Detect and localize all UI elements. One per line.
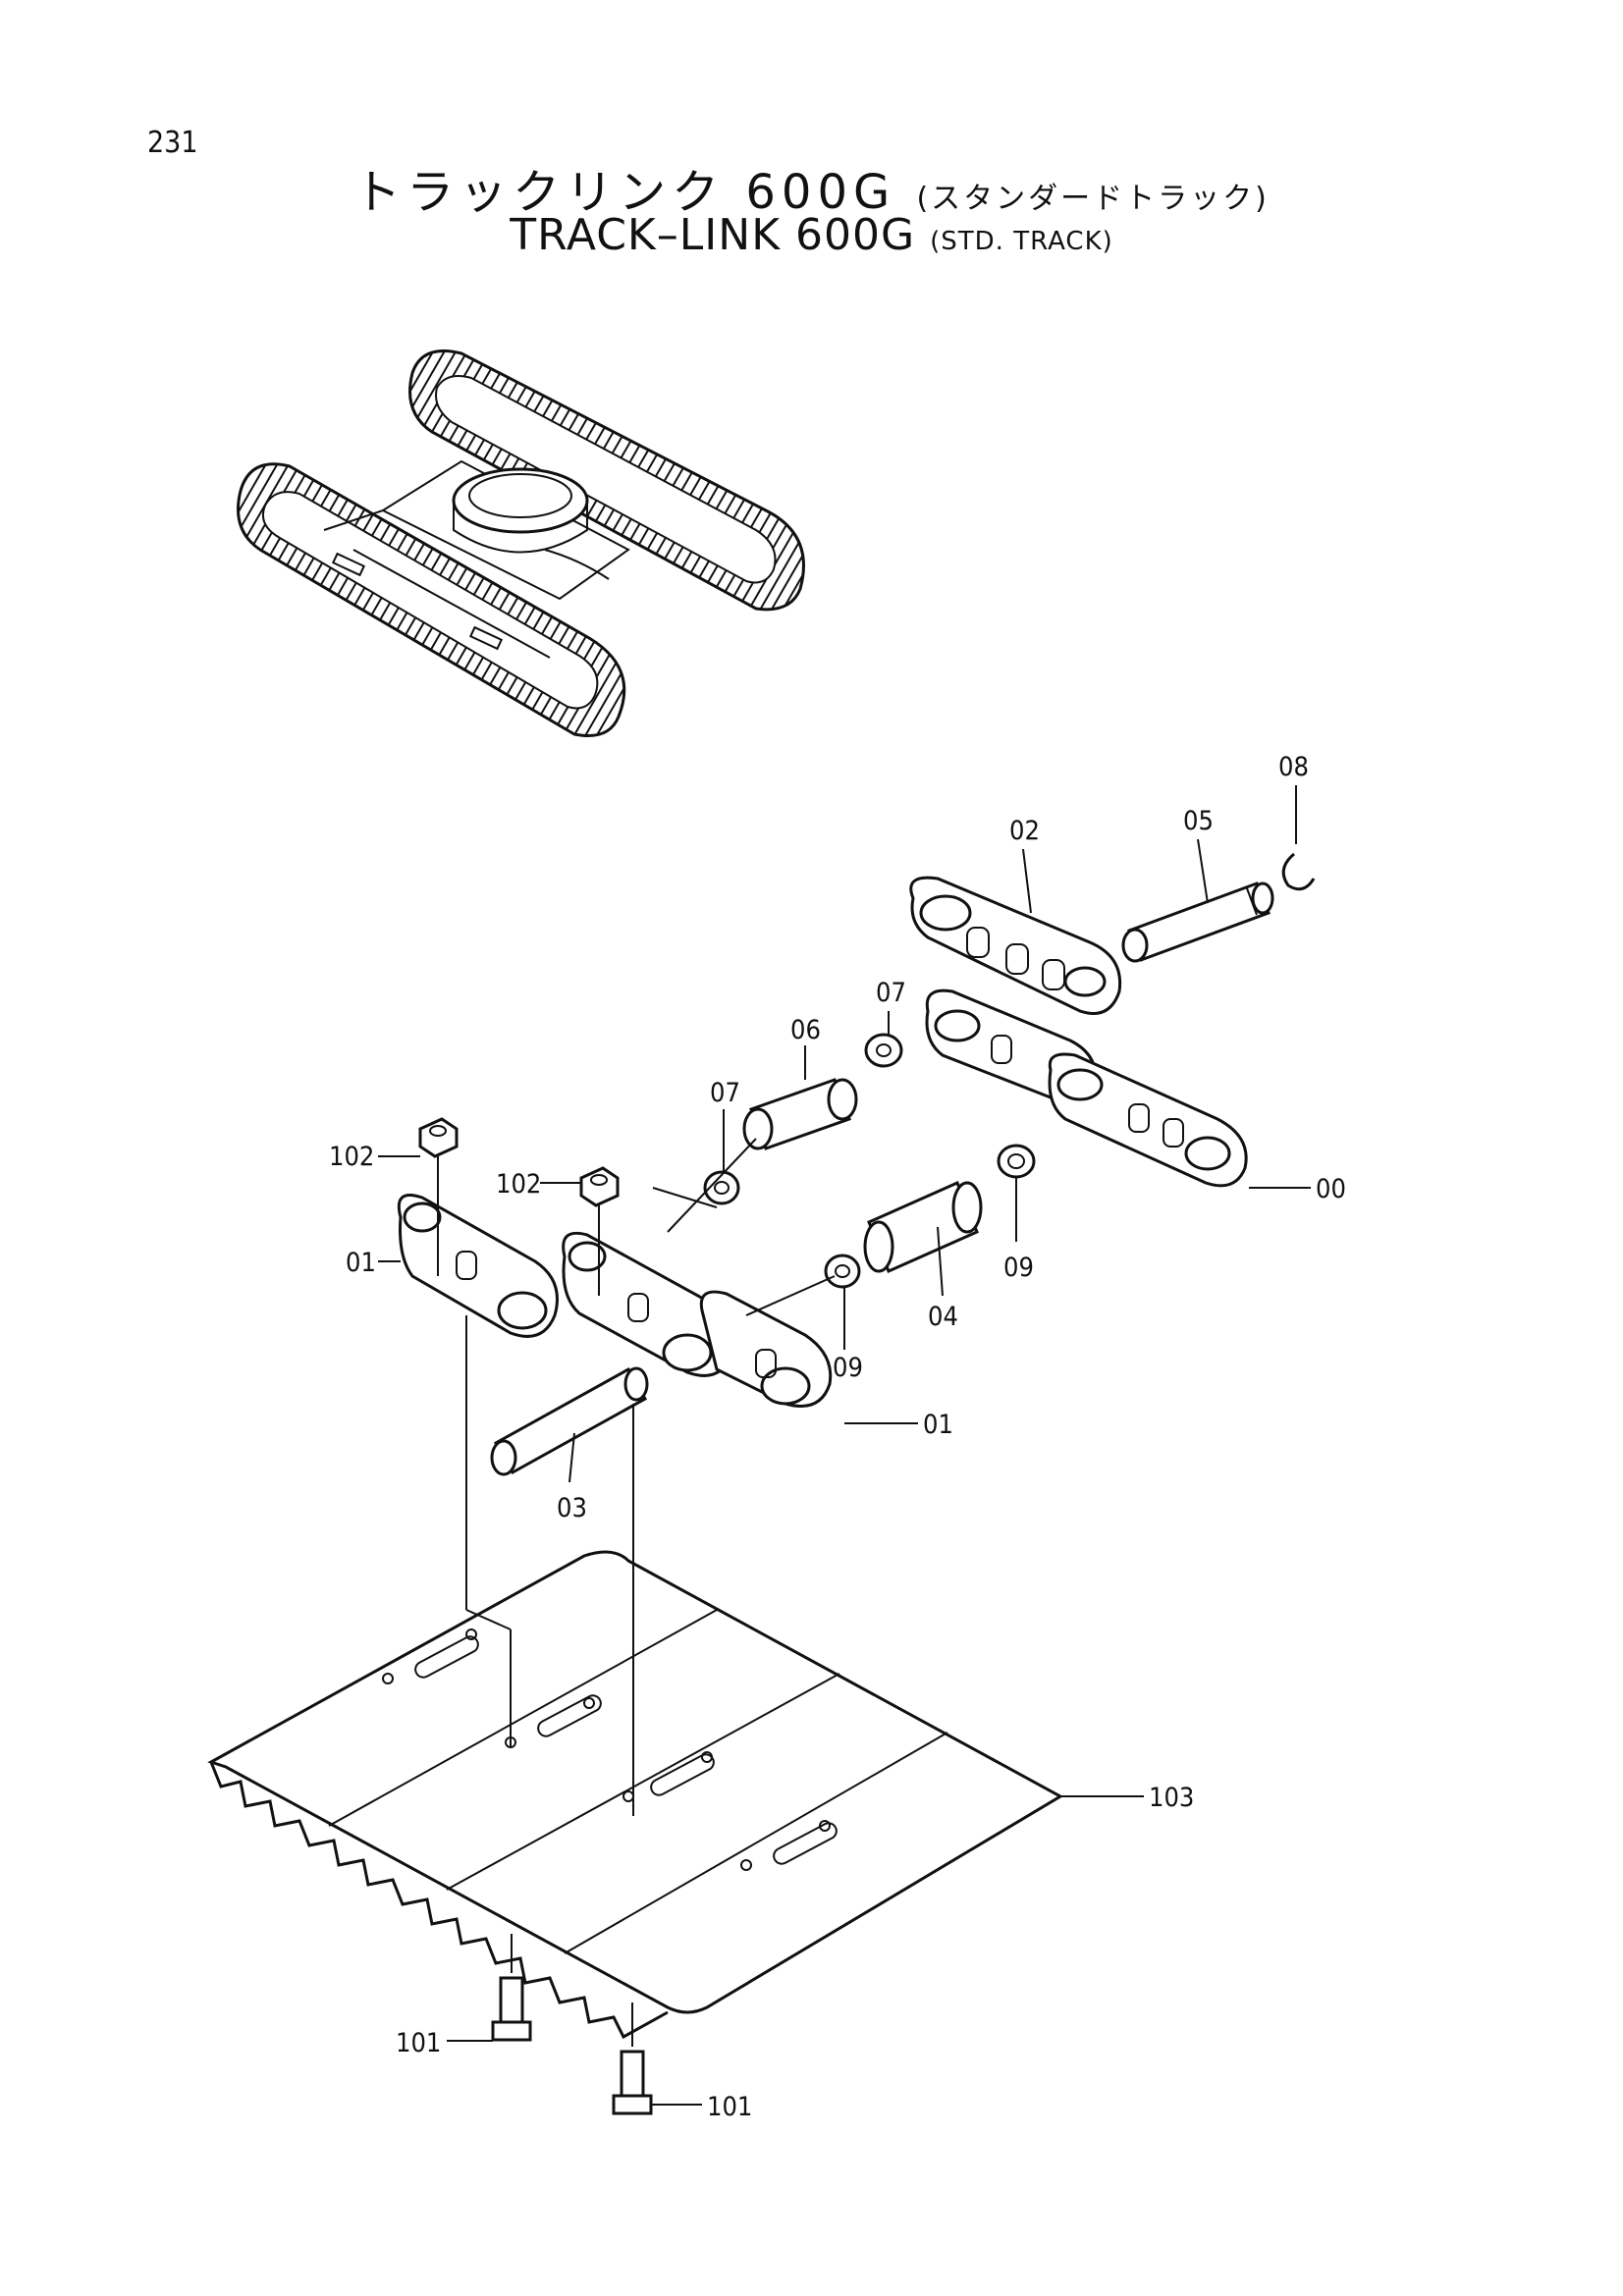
- callout-102-right: 102: [496, 1169, 541, 1200]
- leader-lines: [378, 785, 1311, 2106]
- part-102-nut-right: [579, 1166, 620, 1207]
- callout-03: 03: [557, 1493, 587, 1523]
- part-09-seal-right: [997, 1144, 1036, 1179]
- callout-101-right: 101: [707, 2092, 752, 2122]
- part-07-seal-upper: [864, 1033, 903, 1068]
- part-07-seal-lower: [703, 1170, 740, 1205]
- callout-05: 05: [1183, 806, 1214, 836]
- part-103-track-shoes: [207, 1550, 1064, 2040]
- callout-00: 00: [1316, 1174, 1346, 1204]
- title-english-main: TRACK–LINK 600G: [510, 210, 916, 260]
- part-101-bolt-left: [491, 1976, 532, 2042]
- part-04-bushing: [863, 1180, 983, 1274]
- part-08-snap-ring: [1281, 852, 1316, 891]
- part-00-master-link: [925, 988, 1248, 1188]
- part-03-pin: [490, 1366, 649, 1476]
- part-01-link-left: [397, 1194, 559, 1338]
- title-japanese: トラックリンク 600G (スタンダードトラック): [0, 153, 1623, 222]
- callout-04: 04: [928, 1302, 958, 1332]
- callout-09-left: 09: [833, 1353, 863, 1383]
- callout-08: 08: [1278, 752, 1309, 782]
- callout-01-right: 01: [923, 1410, 953, 1440]
- part-101-bolt-right: [612, 2050, 653, 2115]
- title-japanese-sub: (スタンダードトラック): [916, 182, 1270, 216]
- callout-07-upper: 07: [876, 978, 906, 1008]
- callout-labels: 08 02 05 07 06 07 102 102 00 01 09 04 09…: [329, 752, 1346, 2122]
- callout-06: 06: [790, 1015, 821, 1045]
- callout-101-left: 101: [396, 2028, 441, 2058]
- page-number: 231: [147, 126, 198, 160]
- part-06-bushing: [742, 1078, 858, 1150]
- part-09-seal-left: [824, 1254, 861, 1289]
- undercarriage-overview-illustration: [237, 349, 805, 737]
- callout-102-left: 102: [329, 1142, 374, 1172]
- title-english: TRACK–LINK 600G (STD. TRACK): [0, 210, 1623, 260]
- callout-02: 02: [1009, 816, 1040, 846]
- title-japanese-main: トラックリンク 600G: [353, 165, 896, 220]
- callout-103: 103: [1149, 1783, 1194, 1813]
- part-02-link-upper: [909, 876, 1122, 1015]
- part-05-pin: [1121, 881, 1274, 963]
- part-102-nut-left: [418, 1117, 459, 1158]
- callout-07-lower: 07: [710, 1078, 740, 1108]
- callout-09-right: 09: [1003, 1253, 1034, 1283]
- callout-01-left: 01: [346, 1248, 376, 1278]
- title-english-sub: (STD. TRACK): [930, 227, 1113, 256]
- part-01-link-center: [562, 1231, 833, 1408]
